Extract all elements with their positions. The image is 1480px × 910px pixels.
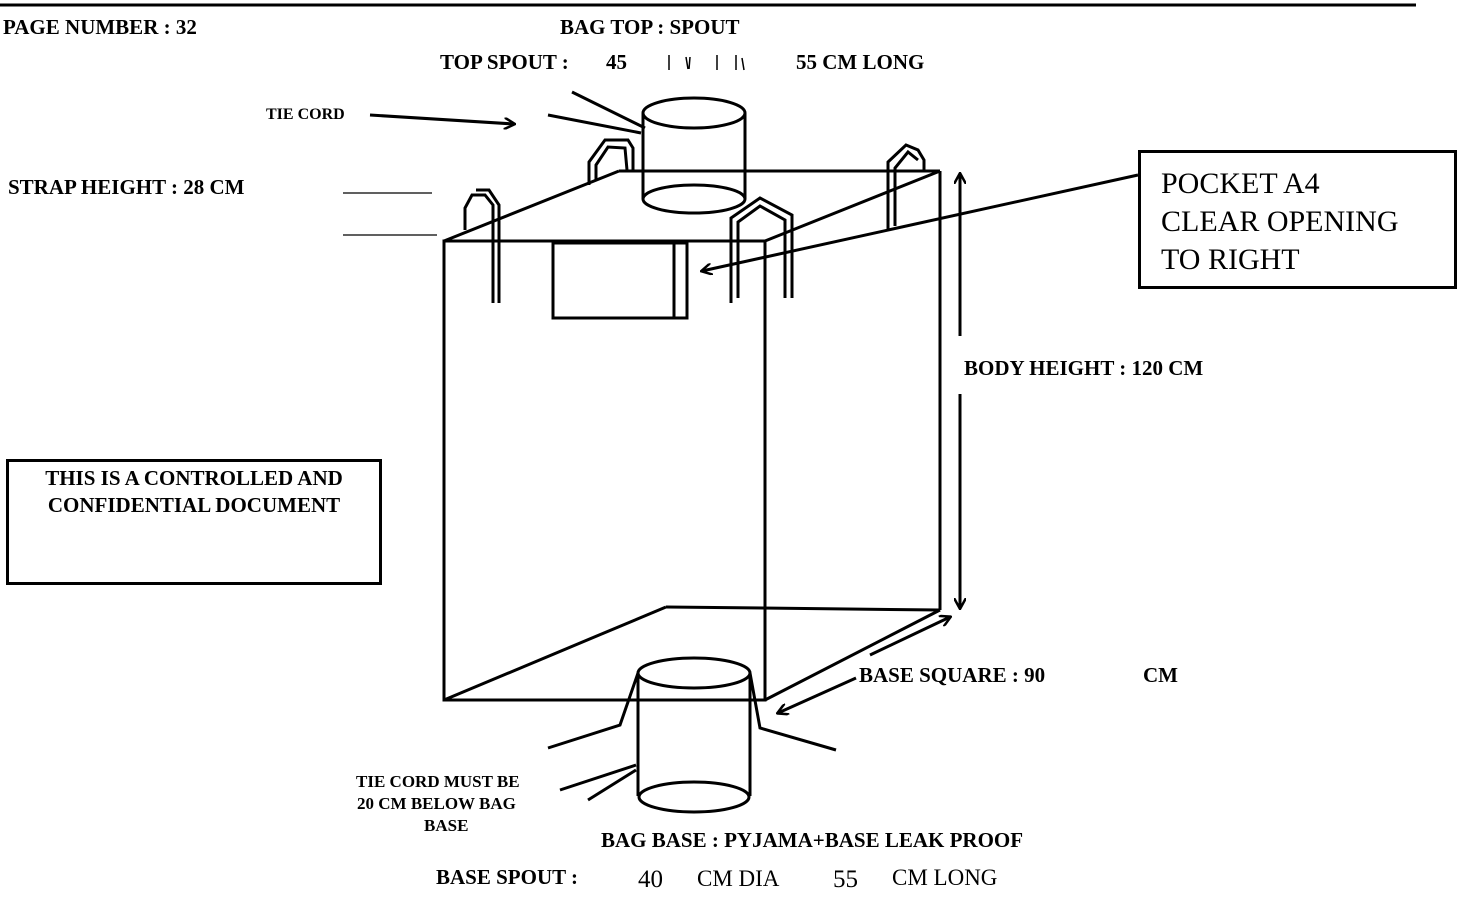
pocket-note-line-3: TO RIGHT: [1161, 243, 1300, 276]
tie-cord-label: TIE CORD: [266, 106, 345, 123]
tie-cord-leader: [547, 113, 642, 135]
base-square-arrow-up: [869, 617, 950, 657]
top-spout-length: 55 CM LONG: [796, 50, 925, 74]
top-spout-label: TOP SPOUT :: [440, 50, 569, 74]
tie-cord-below-line-1: TIE CORD MUST BE: [356, 772, 520, 791]
base-spout-dia-unit: CM DIA: [697, 866, 780, 891]
pocket-arrow: [702, 173, 1139, 271]
lift-loop-back-right: [886, 143, 926, 231]
bag-body: [442, 169, 942, 702]
lift-loop-back-left: [587, 138, 635, 185]
pocket-note-box: POCKET A4 CLEAR OPENING TO RIGHT: [1138, 150, 1457, 289]
lift-loop-front-left: [463, 188, 501, 303]
base-spout-long: 55: [833, 866, 858, 893]
base-spout: [547, 656, 837, 814]
top-spout-leader: [571, 90, 646, 130]
pocket-note-line-1: POCKET A4: [1161, 167, 1320, 200]
confidential-line-2: CONFIDENTIAL DOCUMENT: [47, 493, 341, 517]
pocket: [551, 241, 689, 320]
strap-height-label: STRAP HEIGHT : 28 CM: [8, 175, 245, 199]
base-spout-label: BASE SPOUT :: [436, 865, 578, 889]
top-spout-marks: [668, 55, 745, 71]
tie-cord-below-leader-2: [587, 768, 637, 802]
top-spout: [641, 96, 747, 215]
base-spout-long-unit: CM LONG: [892, 865, 998, 890]
base-spout-dia: 40: [638, 866, 663, 893]
base-square-unit: CM: [1143, 663, 1178, 687]
bag-top-label: BAG TOP : SPOUT: [560, 15, 740, 39]
confidential-note-box: THIS IS A CONTROLLED AND CONFIDENTIAL DO…: [6, 459, 382, 585]
lift-loop-front-right: [729, 196, 794, 303]
top-spout-value: 45: [606, 50, 627, 74]
tie-cord-below-line-3: BASE: [424, 816, 469, 835]
tie-cord-arrow: [369, 113, 514, 124]
base-square-label: BASE SQUARE : 90: [859, 663, 1046, 687]
body-height-label: BODY HEIGHT : 120 CM: [964, 356, 1204, 380]
page-number: PAGE NUMBER : 32: [3, 15, 197, 39]
tie-cord-below-line-2: 20 CM BELOW BAG: [357, 794, 516, 813]
confidential-line-1: THIS IS A CONTROLLED AND: [45, 466, 343, 490]
tie-cord-below-leader-1: [559, 763, 637, 792]
base-square-arrow-down: [778, 676, 857, 713]
bag-base-label: BAG BASE : PYJAMA+BASE LEAK PROOF: [601, 828, 1024, 852]
pocket-note-line-2: CLEAR OPENING: [1161, 205, 1399, 238]
